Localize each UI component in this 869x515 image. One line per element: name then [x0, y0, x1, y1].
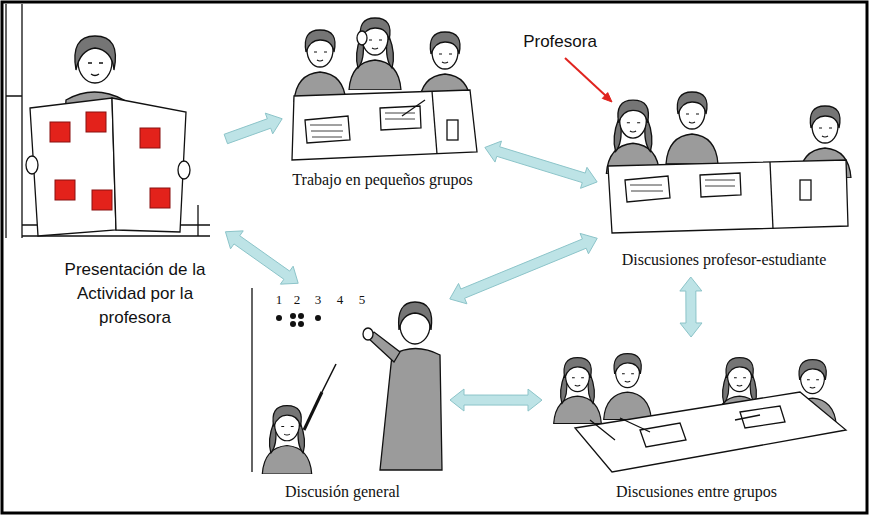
teacher-student-picture-part: [800, 180, 811, 200]
activity-panel: Trabajo en pequeños grupos: [285, 8, 482, 194]
flow-arrow: [450, 233, 597, 303]
small-group-picture-part: [385, 113, 415, 119]
presentation-picture-part: [112, 98, 186, 232]
small-group-picture-part: [432, 91, 437, 154]
presentation-picture-part: [55, 180, 75, 200]
presentation-picture-part: [86, 112, 106, 132]
between-groups-picture-part: [554, 358, 602, 424]
teacher-student-picture-part: [666, 92, 718, 164]
pointer-arrow-head: [602, 93, 612, 102]
between-groups-picture: [554, 354, 846, 472]
caption-text: Presentación de la Actividad por la prof…: [55, 258, 215, 330]
pointer-arrow: [565, 58, 606, 96]
whole-class-picture-part: [276, 315, 282, 321]
whole-class-picture-part: [322, 364, 336, 392]
whole-class-picture: [252, 288, 442, 474]
flow-arrow: [225, 231, 298, 284]
activity-panel: Discusión general: [240, 285, 447, 507]
caption-text: Discusiones entre grupos: [545, 482, 848, 502]
between-groups-picture-part: [604, 354, 652, 420]
teacher-student-picture-part: [606, 100, 659, 174]
caption-text: Discusión general: [240, 482, 445, 502]
activity-panel: Discusiones entre grupos: [545, 340, 850, 507]
whole-class-picture-part: [380, 349, 442, 471]
small-group-picture-part: [310, 125, 343, 137]
presentation-picture-part: [6, 4, 22, 238]
whole-class-picture-part: [290, 321, 296, 327]
presentation-picture-part: [150, 188, 170, 208]
callout-label: Profesora: [523, 32, 597, 52]
activity-panel: Presentación de la Actividad por la prof…: [8, 10, 223, 335]
teacher-student-picture-part: [700, 173, 741, 197]
whole-class-picture-part: [298, 313, 304, 319]
board-number: 2: [294, 292, 301, 308]
board-number: 5: [359, 292, 366, 308]
small-group-picture: [292, 18, 477, 160]
small-group-picture-part: [349, 18, 401, 90]
flow-arrow: [224, 113, 282, 144]
teacher-student-picture-part: [608, 160, 848, 233]
between-groups-picture-part: [590, 415, 760, 440]
presentation-picture-part: [178, 161, 190, 179]
between-groups-picture-part: [575, 392, 846, 472]
presentation-picture-part: [92, 190, 112, 210]
presentation-picture: [6, 4, 210, 238]
teacher-student-picture: [565, 58, 851, 233]
small-group-picture-part: [305, 116, 350, 143]
small-group-picture-part: [380, 106, 421, 130]
whole-class-picture-part: [399, 302, 432, 330]
small-group-picture-part: [402, 100, 425, 116]
whole-class-picture-part: [363, 328, 373, 340]
presentation-picture-part: [88, 63, 103, 76]
teacher-student-picture-part: [630, 185, 663, 191]
caption-text: Trabajo en pequeños grupos: [285, 170, 480, 190]
small-group-picture-part: [357, 31, 367, 45]
board-number: 3: [315, 292, 322, 308]
whole-class-picture-part: [298, 321, 304, 327]
teacher-student-picture-part: [770, 162, 773, 229]
presentation-picture-part: [26, 156, 38, 174]
board-number: 1: [276, 292, 283, 308]
whole-class-picture-part: [315, 315, 321, 321]
board-number: 4: [337, 292, 344, 308]
between-groups-picture-part: [640, 423, 686, 447]
whole-class-picture-part: [262, 406, 311, 474]
small-group-picture-part: [447, 120, 458, 140]
teacher-student-picture-part: [625, 176, 670, 202]
flow-arrow: [680, 277, 702, 337]
teacher-student-picture-part: [705, 180, 735, 186]
whole-class-picture-part: [290, 313, 296, 319]
whole-class-picture-part: [304, 392, 322, 430]
small-group-picture-part: [294, 30, 346, 102]
whole-class-picture-part: [251, 288, 252, 472]
presentation-picture-part: [140, 128, 160, 148]
presentation-picture-part: [30, 98, 116, 236]
activity-panel: Discusiones profesor-estudiante: [600, 80, 850, 274]
small-group-picture-part: [292, 90, 477, 160]
flow-arrow: [485, 141, 597, 188]
flow-arrow: [450, 389, 542, 411]
presentation-picture-part: [50, 122, 70, 142]
caption-text: Discusiones profesor-estudiante: [600, 250, 848, 270]
presentation-picture-part: [75, 36, 116, 70]
